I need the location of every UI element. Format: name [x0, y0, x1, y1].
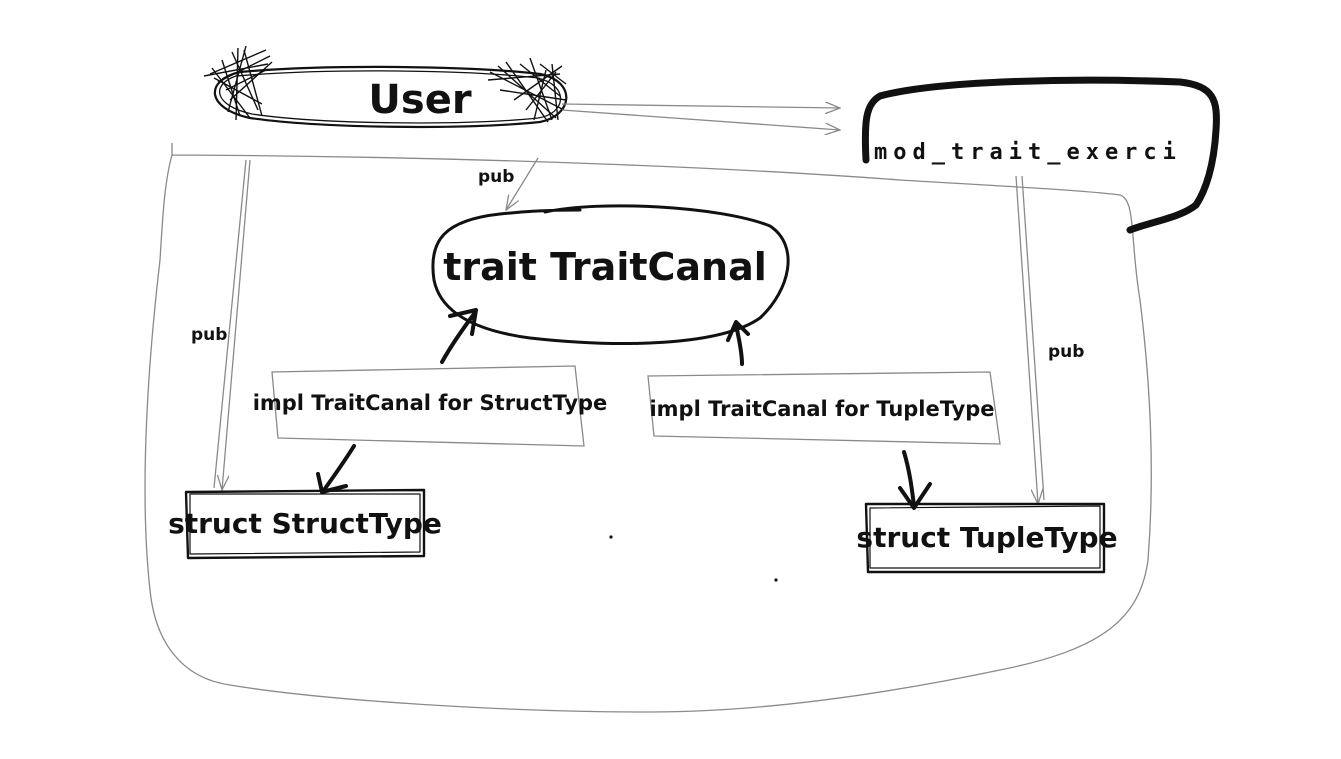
module-label: mod_trait_exerci	[874, 140, 1182, 165]
edge-pub-struct	[222, 159, 251, 490]
struct-tuple-node[interactable]: struct TupleType	[856, 502, 1118, 574]
struct-struct-node[interactable]: struct StructType	[168, 488, 442, 560]
edge-impl-tuple-to-struct	[898, 450, 932, 510]
edge-label-pub-left: pub	[191, 325, 227, 345]
module-container	[144, 143, 1152, 713]
edge-user-to-module	[561, 109, 840, 130]
stray-dot	[609, 535, 613, 539]
stray-dot	[774, 578, 778, 582]
edge-user-to-module	[561, 104, 840, 108]
edge-impl-struct-to-trait	[440, 308, 478, 364]
impl-tuple-outline	[647, 371, 1001, 445]
edge-label-pub-top: pub	[478, 167, 514, 187]
edge-pub-trait	[506, 157, 539, 210]
impl-struct-outline	[271, 365, 585, 447]
impl-struct-label: impl TraitCanal for StructType	[253, 391, 608, 415]
struct-struct-outline	[189, 493, 421, 555]
struct-struct-outline	[184, 488, 426, 560]
edge-impl-struct-to-struct	[316, 444, 356, 494]
impl-tuple-label: impl TraitCanal for TupleType	[649, 397, 994, 421]
struct-tuple-outline	[869, 505, 1101, 569]
trait-node[interactable]: trait TraitCanal	[431, 204, 790, 345]
trait-label: trait TraitCanal	[443, 245, 767, 289]
user-node[interactable]: User	[203, 45, 568, 129]
edge-impl-tuple-to-trait	[726, 320, 750, 366]
struct-tuple-outline	[864, 502, 1106, 574]
edge-pub-tuple	[1015, 175, 1038, 504]
trait-node-outline	[431, 204, 790, 345]
impl-struct-node[interactable]: impl TraitCanal for StructType	[253, 365, 608, 447]
edge-pub-struct	[213, 159, 247, 489]
struct-tuple-label: struct TupleType	[856, 521, 1117, 554]
impl-tuple-node[interactable]: impl TraitCanal for TupleType	[647, 371, 1001, 445]
scribble-left	[203, 45, 273, 121]
module-node-outline	[861, 76, 1220, 234]
scribble-right	[487, 57, 567, 123]
module-node[interactable]: mod_trait_exerci	[861, 76, 1220, 234]
edge-label-pub-right: pub	[1048, 342, 1084, 362]
edge-pub-tuple	[1021, 175, 1045, 501]
user-label: User	[368, 77, 471, 123]
struct-struct-label: struct StructType	[168, 507, 442, 540]
user-node-outline	[213, 65, 568, 129]
